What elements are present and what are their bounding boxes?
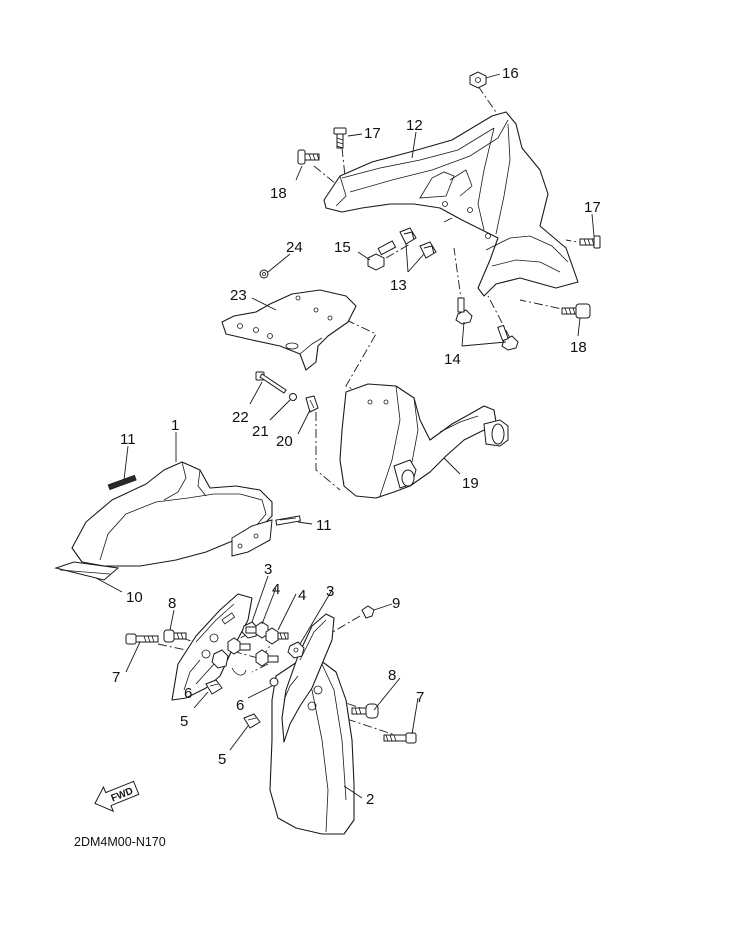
callout-20: 20 xyxy=(276,433,293,450)
fwd-label: FWD xyxy=(110,786,135,805)
nut-part-16 xyxy=(469,71,487,89)
callout-5-left: 5 xyxy=(180,713,188,730)
callout-5-right: 5 xyxy=(218,751,226,768)
clip-part-20 xyxy=(305,395,319,413)
emblem-part-11-left xyxy=(107,474,137,491)
callout-17-right: 17 xyxy=(584,199,601,216)
callout-17-left: 17 xyxy=(364,125,381,142)
callout-24: 24 xyxy=(286,239,303,256)
emblem-part-11-right xyxy=(275,515,301,526)
callout-7-left: 7 xyxy=(112,669,120,686)
screw-part-9 xyxy=(361,605,375,619)
bolt-part-7 xyxy=(125,633,417,744)
callout-13: 13 xyxy=(390,277,407,294)
callout-18-right: 18 xyxy=(570,339,587,356)
callout-12: 12 xyxy=(406,117,423,134)
screw-part-17-right xyxy=(579,235,601,249)
callout-3-right: 3 xyxy=(326,583,334,600)
inner-fender-part-19 xyxy=(339,383,509,499)
washer-part-21 xyxy=(289,393,297,401)
callout-8-right: 8 xyxy=(388,667,396,684)
callout-4-right: 4 xyxy=(298,587,306,604)
bolt-part-22 xyxy=(255,371,287,394)
callout-8-left: 8 xyxy=(168,595,176,612)
bolt-part-14 xyxy=(455,297,519,351)
callout-7-right: 7 xyxy=(416,689,424,706)
callout-16: 16 xyxy=(502,65,519,82)
clip-nut-part-5 xyxy=(205,679,261,729)
screw-part-17-left xyxy=(333,127,347,149)
callout-10: 10 xyxy=(126,589,143,606)
washer-part-24 xyxy=(259,269,269,279)
callout-11-left: 11 xyxy=(120,431,136,448)
callout-21: 21 xyxy=(252,423,269,440)
callout-14: 14 xyxy=(444,351,461,368)
rear-cowl-part-12 xyxy=(323,111,579,297)
clip-nut-part-13 xyxy=(399,227,437,259)
diagram-code: 2DM4M00-N170 xyxy=(74,835,166,849)
callout-6-left: 6 xyxy=(184,685,192,702)
callout-4-left: 4 xyxy=(272,581,280,598)
leader-lines xyxy=(95,73,595,799)
callout-9: 9 xyxy=(392,595,400,612)
front-fender-part-1 xyxy=(71,461,273,567)
callout-19: 19 xyxy=(462,475,479,492)
callout-15: 15 xyxy=(334,239,351,256)
bolt-part-15 xyxy=(367,240,397,271)
decal-part-10 xyxy=(54,561,120,581)
callout-22: 22 xyxy=(232,409,249,426)
screw-part-18-left xyxy=(297,149,320,165)
bolt-part-8 xyxy=(163,629,379,719)
callout-11-right: 11 xyxy=(316,517,332,534)
callout-1: 1 xyxy=(171,417,179,434)
fwd-arrow: FWD xyxy=(94,780,140,813)
callout-3-left: 3 xyxy=(264,561,272,578)
screw-part-18-right xyxy=(561,303,591,319)
callout-2: 2 xyxy=(366,791,374,808)
callout-18-left: 18 xyxy=(270,185,287,202)
callout-6-right: 6 xyxy=(236,697,244,714)
shield-part-23 xyxy=(221,289,357,371)
bolt-part-4 xyxy=(227,621,289,667)
clip-part-6 xyxy=(211,649,279,687)
callout-labels: 16 12 17 18 17 24 15 13 23 14 18 22 21 2… xyxy=(112,65,601,808)
front-fender-part-2 xyxy=(171,593,355,835)
callout-23: 23 xyxy=(230,287,247,304)
